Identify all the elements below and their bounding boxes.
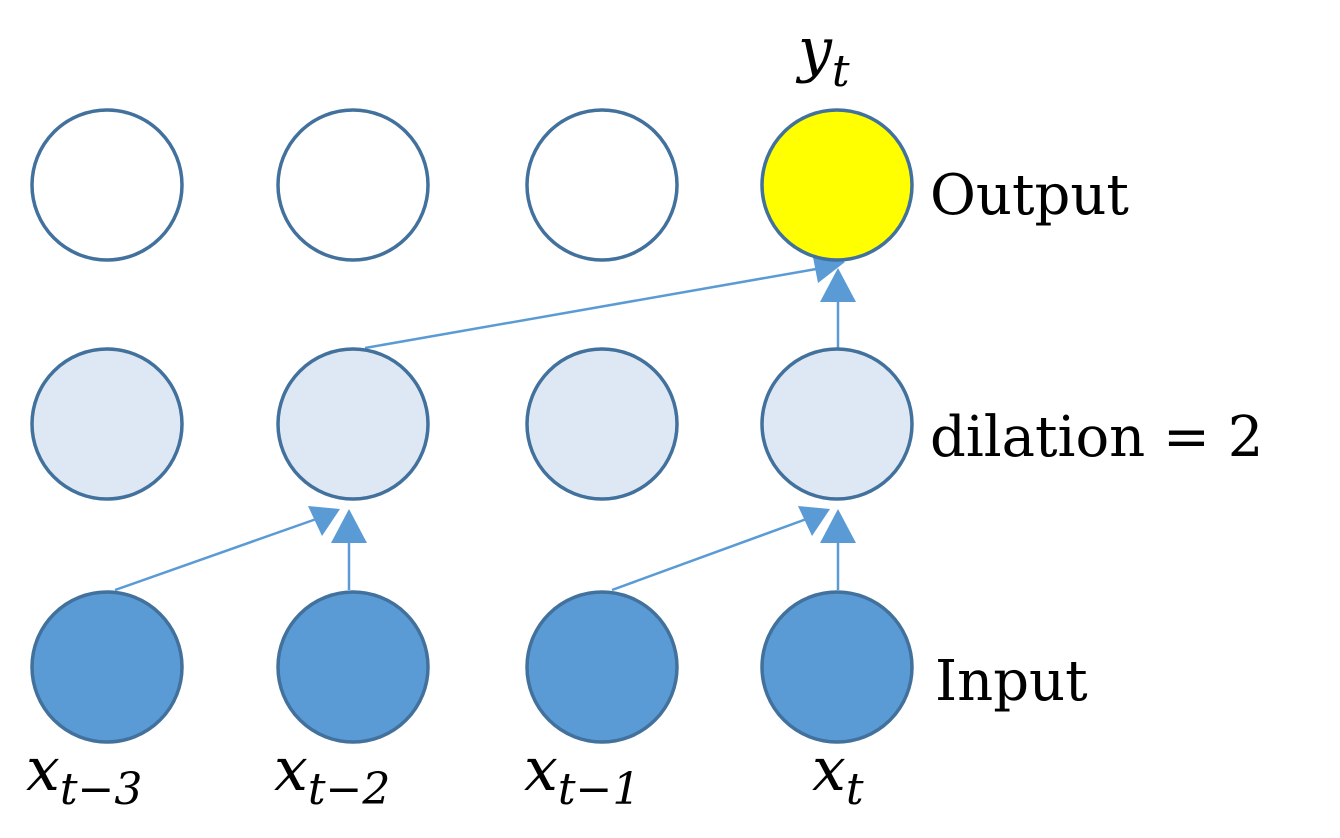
output-node-3: [525, 108, 679, 262]
input-layer: [30, 590, 914, 744]
edges: [114, 252, 856, 592]
edge-input-t-1-to-hidden-4: [611, 515, 813, 592]
output-variable-label: yt: [795, 15, 850, 97]
input-node-4: [760, 590, 914, 744]
input-layer-label: Input: [935, 649, 1088, 714]
input-node-3: [525, 590, 679, 744]
input-node-1: [30, 590, 184, 744]
output-layer: [30, 108, 914, 262]
input-variable-label-t-2: xt−2: [274, 735, 390, 815]
output-node-active: [760, 108, 914, 262]
output-node-2: [276, 108, 430, 262]
edge-input-t-3-to-hidden-2: [114, 515, 323, 592]
hidden-node-3: [525, 347, 679, 501]
input-variable-label-t: xt: [812, 735, 864, 815]
hidden-node-4: [760, 347, 914, 501]
arrowhead-hidden-2-diagonal: [308, 506, 340, 536]
arrowhead-hidden-2-vertical: [331, 509, 367, 543]
output-layer-label: Output: [930, 163, 1129, 228]
arrowhead-hidden-4-vertical: [820, 509, 856, 543]
input-node-2: [276, 590, 430, 744]
hidden-node-1: [30, 347, 184, 501]
output-node-1: [30, 108, 184, 262]
hidden-node-2: [276, 347, 430, 501]
input-variable-label-t-3: xt−3: [26, 735, 142, 815]
arrowhead-output-vertical: [820, 268, 856, 302]
edge-hidden-2-to-output: [364, 266, 823, 350]
hidden-layer: [30, 347, 914, 501]
input-variable-label-t-1: xt−1: [524, 735, 640, 815]
arrowhead-hidden-4-diagonal: [798, 506, 830, 536]
hidden-layer-label: dilation = 2: [930, 405, 1263, 470]
